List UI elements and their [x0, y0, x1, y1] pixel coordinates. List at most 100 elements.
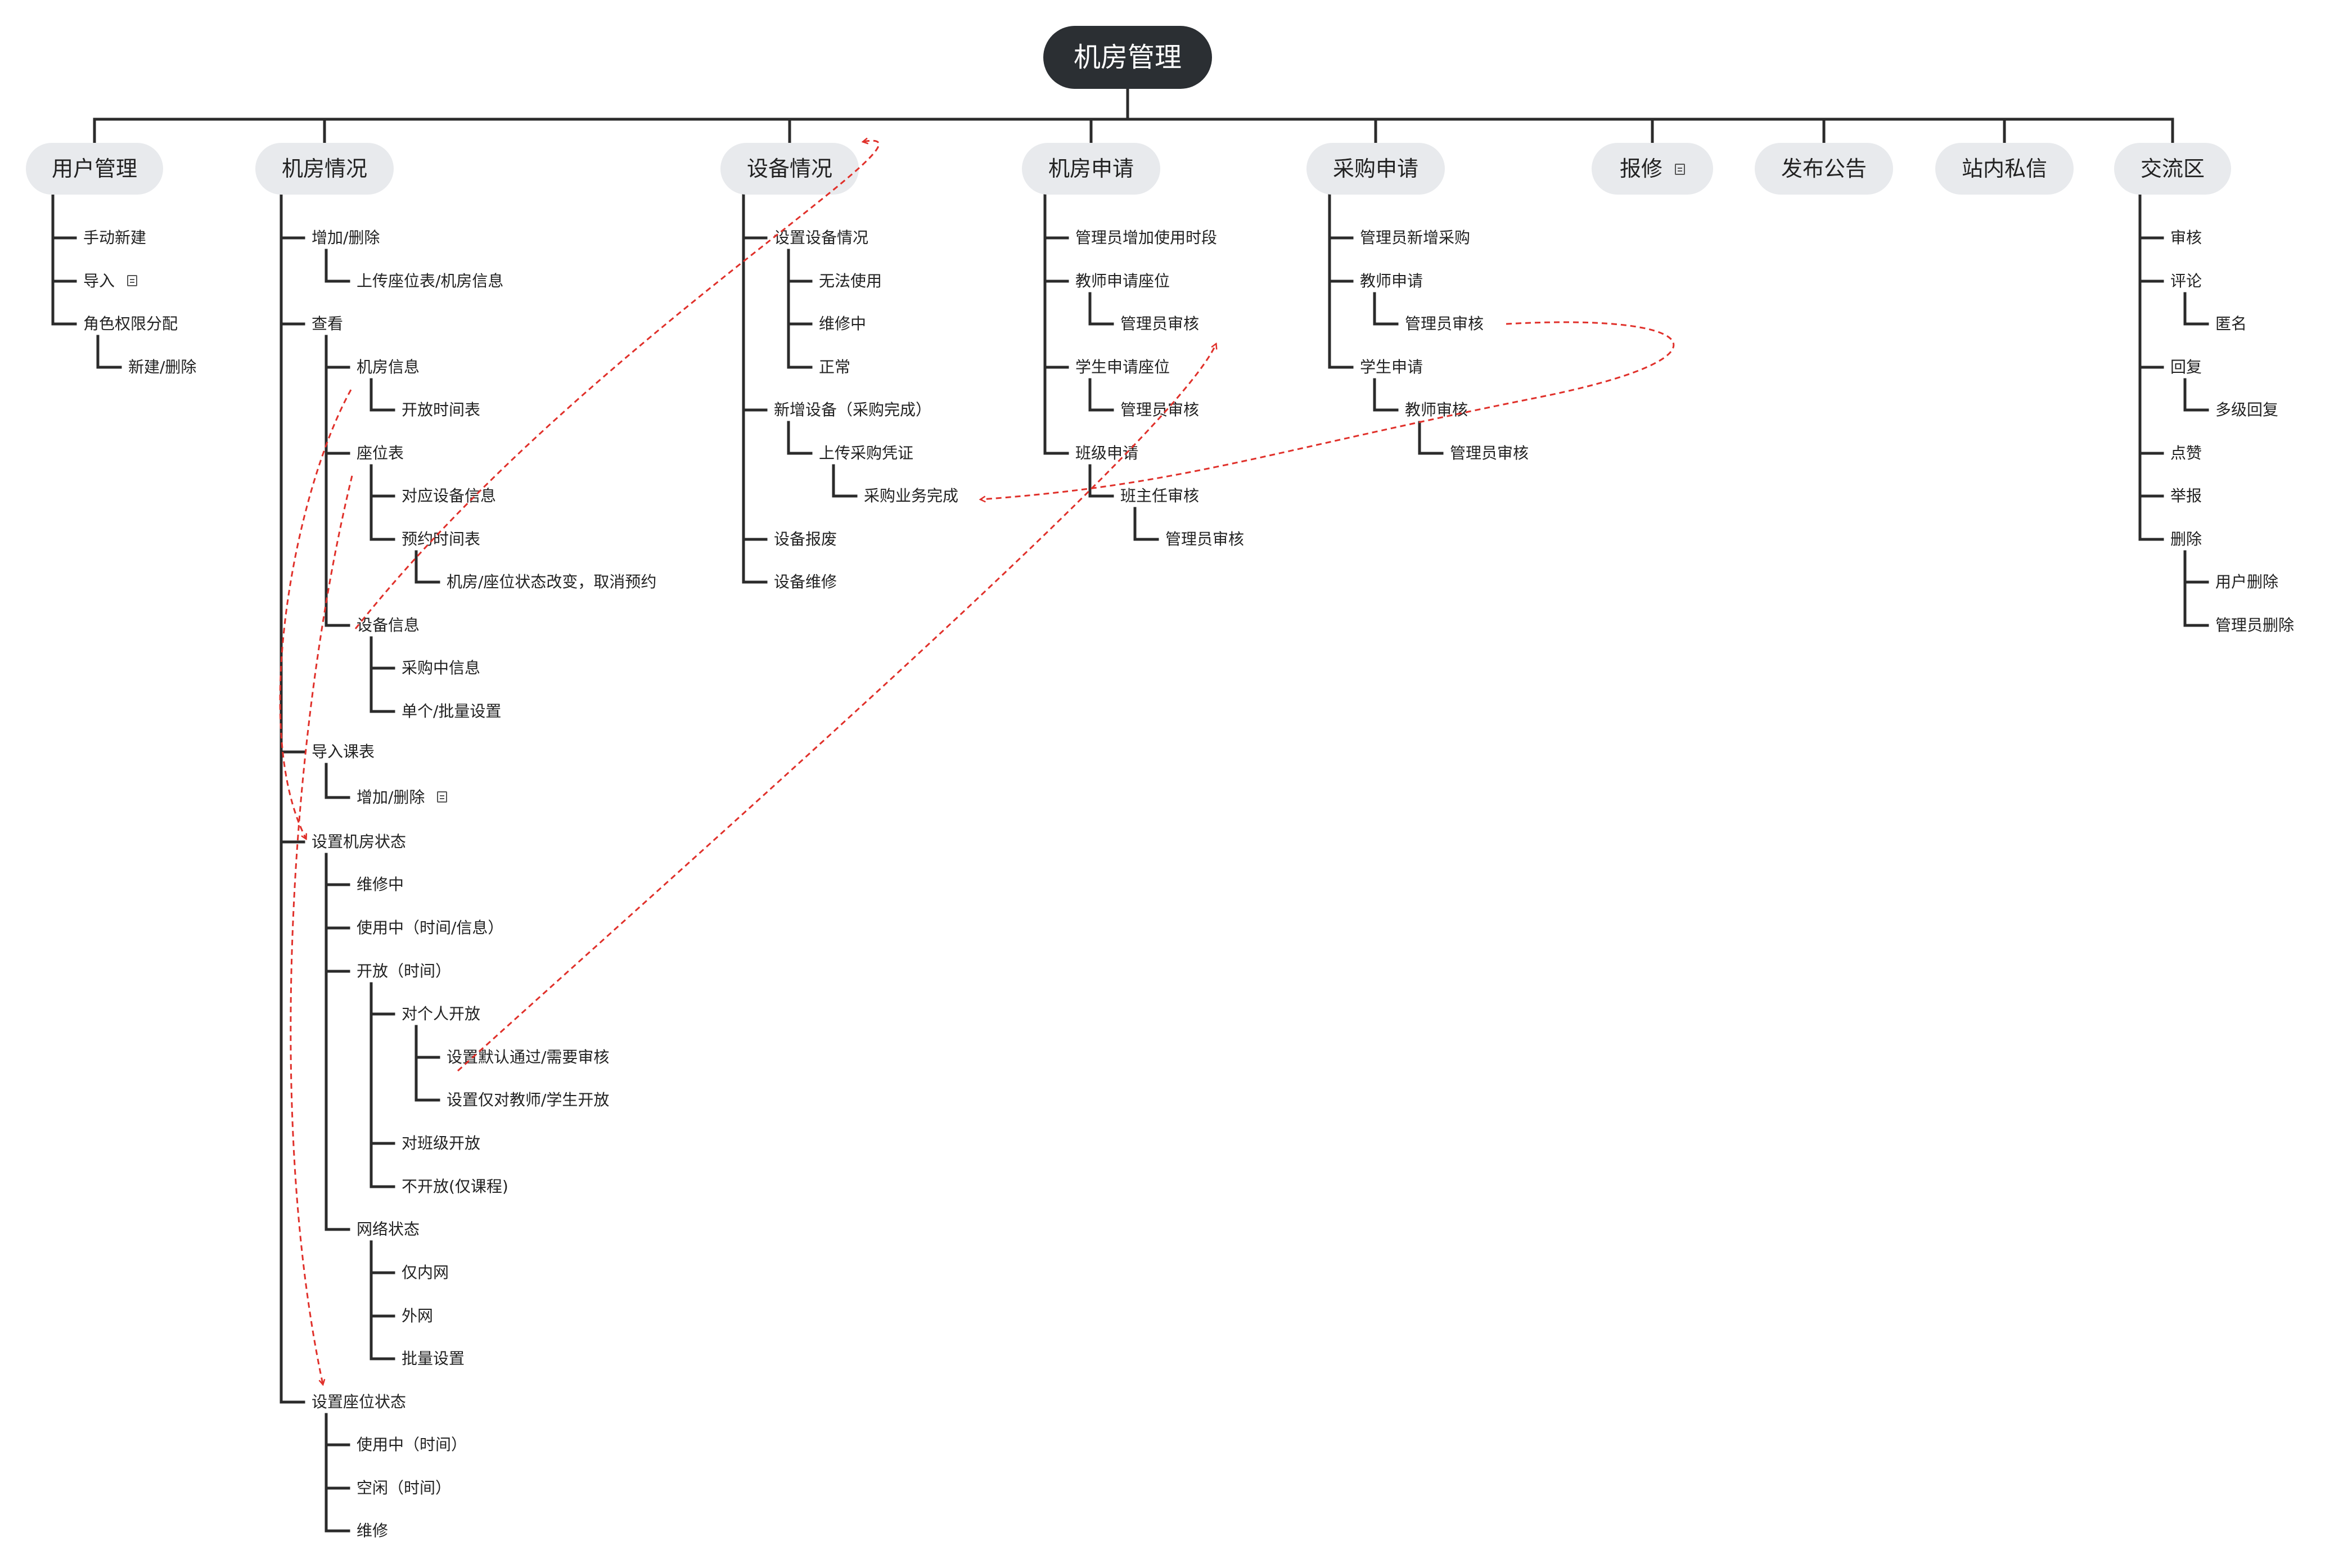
node-r4d[interactable]: 网络状态	[357, 1218, 420, 1241]
node-u1[interactable]: 手动新建	[83, 227, 146, 249]
node-p3[interactable]: 学生申请	[1360, 356, 1423, 379]
node-f1[interactable]: 审核	[2170, 227, 2202, 249]
node-d1[interactable]: 设置设备情况	[774, 227, 868, 249]
node-a4a1[interactable]: 管理员审核	[1165, 528, 1244, 551]
category-forum[interactable]: 交流区	[2114, 143, 2231, 195]
node-d2a[interactable]: 上传采购凭证	[819, 442, 913, 465]
node-d4[interactable]: 设备维修	[774, 571, 837, 593]
category-purchase[interactable]: 采购申请	[1306, 143, 1445, 195]
node-r2[interactable]: 查看	[312, 313, 343, 335]
node-p2[interactable]: 教师申请	[1360, 270, 1423, 292]
node-r2b[interactable]: 座位表	[357, 442, 404, 465]
node-r4c1[interactable]: 对个人开放	[402, 1003, 480, 1025]
node-r2a[interactable]: 机房信息	[357, 356, 420, 379]
node-r2b2a[interactable]: 机房/座位状态改变，取消预约	[447, 571, 656, 593]
node-r4[interactable]: 设置机房状态	[312, 831, 406, 853]
node-f6b[interactable]: 管理员删除	[2215, 614, 2294, 637]
node-a1[interactable]: 管理员增加使用时段	[1075, 227, 1217, 249]
node-a3a[interactable]: 管理员审核	[1120, 399, 1199, 421]
category-repair[interactable]: 报修	[1592, 143, 1713, 195]
relation-arrow-r2c-to-device[interactable]	[354, 141, 880, 629]
node-a4[interactable]: 班级申请	[1075, 442, 1138, 465]
node-f6a-label: 用户删除	[2215, 573, 2279, 591]
node-a2[interactable]: 教师申请座位	[1075, 270, 1170, 292]
node-d4-label: 设备维修	[774, 573, 837, 591]
node-d3[interactable]: 设备报废	[774, 528, 837, 551]
node-r5[interactable]: 设置座位状态	[312, 1391, 406, 1413]
node-a3[interactable]: 学生申请座位	[1075, 356, 1170, 379]
relation-arrow-r2b-to-r5[interactable]	[290, 475, 353, 1384]
node-p2-label: 教师申请	[1360, 272, 1423, 290]
node-u3a[interactable]: 新建/删除	[128, 356, 196, 379]
relation-arrow-p2a-to-d2a1[interactable]	[981, 321, 1675, 499]
node-r2a1[interactable]: 开放时间表	[402, 399, 480, 421]
node-r1[interactable]: 增加/删除	[312, 227, 380, 249]
node-d2a1[interactable]: 采购业务完成	[864, 485, 958, 507]
node-f5[interactable]: 举报	[2170, 485, 2202, 507]
node-d2[interactable]: 新增设备（采购完成）	[774, 399, 931, 421]
node-r1a[interactable]: 上传座位表/机房信息	[357, 270, 503, 292]
node-r2c[interactable]: 设备信息	[357, 614, 420, 637]
node-p1[interactable]: 管理员新增采购	[1360, 227, 1470, 249]
relation-arrow-r4c1a-to-a2a[interactable]	[457, 344, 1216, 1072]
relation-arrow-r2a-to-r4[interactable]	[279, 389, 352, 839]
node-r3[interactable]: 导入课表	[312, 741, 375, 763]
node-f3[interactable]: 回复	[2170, 356, 2202, 379]
category-message[interactable]: 站内私信	[1935, 143, 2074, 195]
node-a4a[interactable]: 班主任审核	[1120, 485, 1199, 507]
node-f2a-label: 匿名	[2215, 314, 2247, 333]
node-r4a[interactable]: 维修中	[357, 873, 404, 896]
node-d1b[interactable]: 维修中	[819, 313, 866, 335]
category-room[interactable]: 机房情况	[255, 143, 394, 195]
node-f4[interactable]: 点赞	[2170, 442, 2202, 465]
node-r4c2[interactable]: 对班级开放	[402, 1132, 480, 1155]
node-r4c1b[interactable]: 设置仅对教师/学生开放	[447, 1089, 609, 1111]
node-r4c2-label: 对班级开放	[402, 1134, 481, 1152]
node-r2c1[interactable]: 采购中信息	[402, 657, 480, 679]
node-u2[interactable]: 导入	[83, 270, 138, 292]
category-notice-label: 发布公告	[1781, 156, 1867, 181]
note-icon[interactable]	[127, 275, 138, 286]
node-f2[interactable]: 评论	[2170, 270, 2202, 292]
node-u3[interactable]: 角色权限分配	[83, 313, 178, 335]
category-notice[interactable]: 发布公告	[1755, 143, 1893, 195]
node-r4c[interactable]: 开放（时间）	[357, 960, 451, 983]
root-topic[interactable]: 机房管理	[1043, 26, 1212, 89]
node-r2c2[interactable]: 单个/批量设置	[402, 700, 501, 723]
note-icon[interactable]	[1675, 163, 1685, 175]
note-icon[interactable]	[437, 791, 448, 803]
category-device[interactable]: 设备情况	[720, 143, 859, 195]
node-r5b[interactable]: 空闲（时间）	[357, 1477, 451, 1499]
node-d2a-label: 上传采购凭证	[819, 444, 914, 462]
category-user[interactable]: 用户管理	[26, 143, 163, 195]
node-p3a1[interactable]: 管理员审核	[1450, 442, 1529, 465]
node-p3a[interactable]: 教师审核	[1405, 399, 1468, 421]
node-f3a-label: 多级回复	[2215, 400, 2279, 419]
node-r5c[interactable]: 维修	[357, 1520, 388, 1542]
node-r3a[interactable]: 增加/删除	[357, 786, 448, 809]
node-a2a[interactable]: 管理员审核	[1120, 313, 1199, 335]
node-f3a[interactable]: 多级回复	[2215, 399, 2278, 421]
node-f2a[interactable]: 匿名	[2215, 313, 2247, 335]
node-r4d1[interactable]: 仅内网	[402, 1261, 449, 1284]
node-f6[interactable]: 删除	[2170, 528, 2202, 551]
node-r4d2[interactable]: 外网	[402, 1305, 433, 1327]
node-r4d3[interactable]: 批量设置	[402, 1348, 465, 1370]
node-d1a[interactable]: 无法使用	[819, 270, 882, 292]
node-p3-label: 学生申请	[1360, 358, 1423, 376]
node-p3a-label: 教师审核	[1405, 400, 1468, 419]
node-r4a-label: 维修中	[357, 875, 404, 894]
node-f6-label: 删除	[2170, 530, 2202, 548]
category-user-label: 用户管理	[51, 156, 137, 181]
node-d1c[interactable]: 正常	[819, 356, 850, 379]
node-r1a-label: 上传座位表/机房信息	[357, 272, 504, 290]
node-r4b[interactable]: 使用中（时间/信息）	[357, 917, 503, 939]
node-r4c3[interactable]: 不开放(仅课程)	[402, 1175, 508, 1198]
node-f6a[interactable]: 用户删除	[2215, 571, 2278, 593]
node-r2b2[interactable]: 预约时间表	[402, 528, 480, 551]
node-p2a[interactable]: 管理员审核	[1405, 313, 1484, 335]
node-r5a[interactable]: 使用中（时间）	[357, 1434, 467, 1456]
category-apply[interactable]: 机房申请	[1022, 143, 1160, 195]
